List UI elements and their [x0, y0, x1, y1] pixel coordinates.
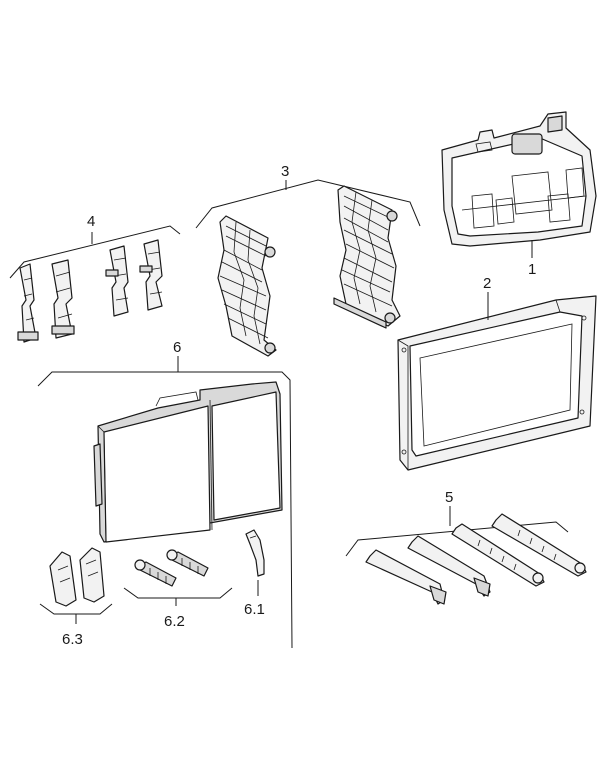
part-5-rod-2 [407, 535, 491, 597]
part-6-actuator-plate [93, 381, 283, 543]
part-4-clip-3 [105, 245, 129, 317]
part-4-clip-2 [51, 259, 75, 339]
bracket-6-3 [39, 603, 113, 615]
bracket-3 [195, 179, 421, 229]
callout-4: 4 [87, 213, 95, 230]
part-2-cover-frame [397, 295, 597, 471]
callout-5: 5 [445, 489, 453, 506]
part-5-rod-3 [451, 523, 545, 587]
bracket-6 [37, 371, 293, 649]
callout-3: 3 [281, 163, 289, 180]
part-6-2-screws [134, 549, 209, 587]
part-1-mounting-frame [441, 111, 597, 247]
part-4-clip-1 [17, 263, 39, 343]
part-6-1-release-key [245, 529, 265, 577]
callout-2: 2 [483, 275, 491, 292]
part-5-rod-1 [365, 549, 447, 605]
callout-6-1: 6.1 [244, 601, 265, 618]
part-4-clip-4 [139, 239, 163, 311]
callout-6-3: 6.3 [62, 631, 83, 648]
part-3-spring-block-right [333, 185, 401, 329]
bracket-4 [9, 225, 181, 279]
bracket-6-2 [123, 587, 233, 599]
callout-1: 1 [528, 261, 536, 278]
part-5-rod-4 [491, 513, 587, 577]
part-6-3-clamps [49, 547, 105, 607]
callout-6-2: 6.2 [164, 613, 185, 630]
callout-6: 6 [173, 339, 181, 356]
part-3-spring-block-left [217, 215, 277, 357]
